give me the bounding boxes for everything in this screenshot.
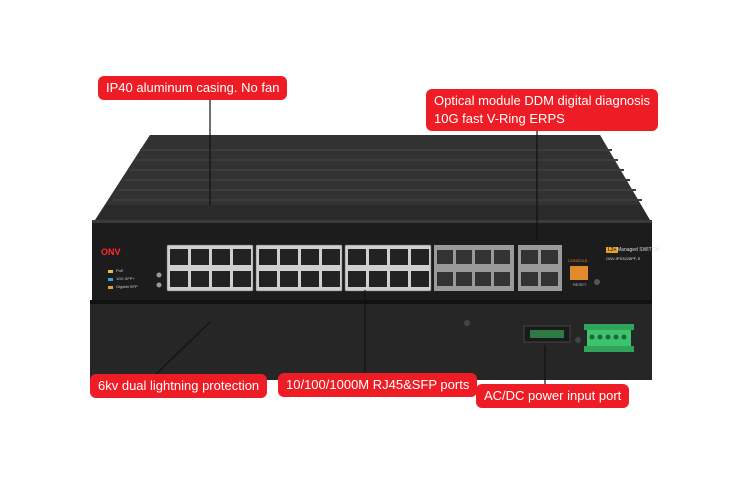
- rj45-ports: [166, 244, 432, 292]
- callout-ddm-line1: Optical module DDM digital diagnosis: [434, 93, 651, 108]
- console-label: CONSOLE: [568, 258, 588, 263]
- callout-lightning: 6kv dual lightning protection: [90, 374, 268, 398]
- model-line2: ONV-IPS3228PF-S: [606, 256, 641, 261]
- brand-logo: ONV: [101, 247, 121, 257]
- callout-power: AC/DC power input port: [476, 384, 630, 408]
- callout-ddm-line2: 10G fast V-Ring ERPS: [434, 111, 565, 126]
- callout-ddm: Optical module DDM digital diagnosis 10G…: [426, 89, 659, 131]
- callout-ports: 10/100/1000M RJ45&SFP ports: [278, 373, 478, 397]
- status-leds: [108, 270, 113, 289]
- console-port: [570, 266, 588, 280]
- callout-casing: IP40 aluminum casing. No fan: [98, 76, 288, 100]
- model-line1: Managed SWITCH: [617, 247, 659, 253]
- led-label-gigabit: Gigabit SFP: [116, 284, 138, 289]
- power-connector: [523, 325, 571, 343]
- led-label-poe: PoE: [116, 268, 124, 273]
- badge: L2+: [606, 247, 619, 253]
- leader-lines: [149, 96, 546, 384]
- led-label-10g: 10G SFP+: [116, 276, 135, 281]
- terminal-block: [584, 324, 634, 352]
- reset-label: RESET: [573, 282, 587, 287]
